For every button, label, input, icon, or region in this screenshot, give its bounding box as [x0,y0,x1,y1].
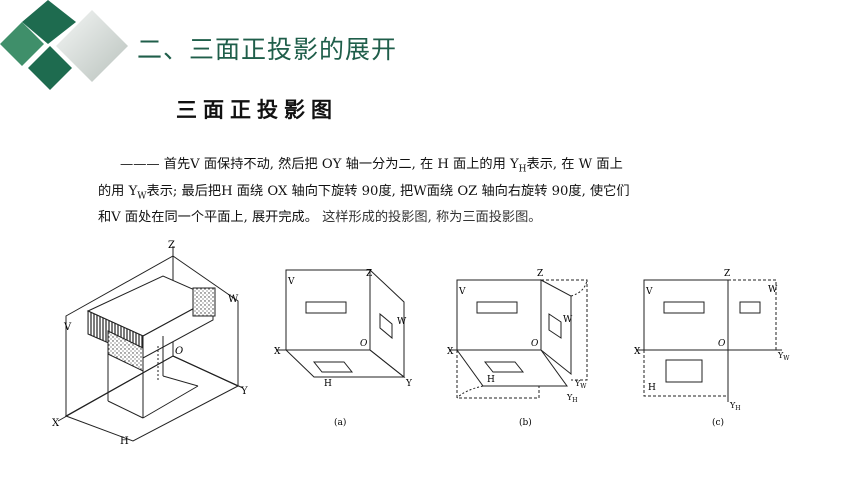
logo-diamond-light [56,10,128,82]
c-label-v: V [645,287,653,297]
a-label-v: V [287,277,295,287]
iso-label-y: Y [240,386,248,397]
figure-isometric-projection: Z V W O X Y H [52,240,248,446]
iso-label-v: V [63,322,72,333]
c-label-yw: YW [777,351,790,362]
c-caption: (c) [712,417,724,428]
b-label-v: V [458,287,466,297]
a-label-x: X [274,347,281,357]
a-label-y: Y [405,379,413,389]
figure-c: V Z W X O H YW YH (c) [634,269,790,428]
logo-diamond-bottom [28,46,72,90]
c-label-z: Z [724,269,730,279]
iso-label-h: H [120,436,129,446]
logo-diamonds [0,0,128,90]
b-label-z: Z [537,269,543,279]
b-label-x: X [447,347,454,357]
b-label-yw: YW [574,379,587,390]
figure-a: V Z W X O H Y (a) [274,268,413,428]
paragraph-dash: ——— [120,157,160,172]
a-label-o: O [360,339,368,349]
b-label-yh: YH [566,393,578,404]
figure-b: V Z W X O H YW YH (b) [447,269,588,428]
paragraph-line-2: 的用 YW表示; 最后把H 面绕 OX 轴向下旋转 90度, 把W面绕 OZ 轴… [98,183,630,202]
slide-subtitle: 三面正投影图 [176,97,338,122]
paragraph-line-1: ——— 首先V 面保持不动, 然后把 OY 轴一分为二, 在 H 面上的用 YH… [120,157,623,175]
b-caption: (b) [519,417,532,428]
c-label-o: O [718,339,726,349]
iso-label-w: W [228,294,239,305]
a-label-z: Z [366,269,372,279]
logo-diamond-left [0,22,44,66]
c-label-w: W [768,285,778,295]
explanation-paragraph: ——— 首先V 面保持不动, 然后把 OY 轴一分为二, 在 H 面上的用 YH… [98,154,778,228]
a-label-w: W [397,317,407,327]
logo-diamond-top [22,0,76,44]
iso-label-o: O [175,346,183,357]
b-label-h: H [487,375,495,385]
a-label-h: H [324,379,332,389]
b-label-o: O [531,339,539,349]
slide-title: 二、三面正投影的展开 [137,35,398,64]
iso-label-z: Z [168,240,175,251]
iso-label-x: X [52,418,60,429]
c-label-yh: YH [729,401,741,412]
c-label-h: H [648,383,656,393]
b-label-w: W [563,315,573,325]
c-label-x: X [634,347,641,357]
a-caption: (a) [334,417,346,428]
paragraph-line-3: 和V 面处在同一个平面上, 展开完成。 这样形成的投影图, 称为三面投影图。 [98,210,542,226]
